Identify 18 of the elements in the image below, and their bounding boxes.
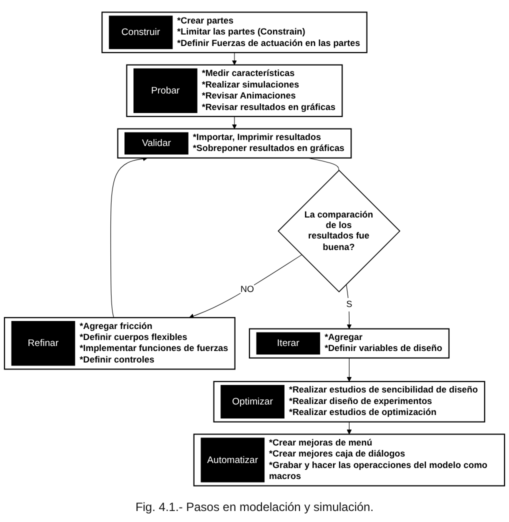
arrow xyxy=(189,254,302,318)
arrow xyxy=(232,116,237,130)
node-diamond: La comparación de los resultados fue buena? xyxy=(278,170,400,292)
arrow xyxy=(110,156,148,318)
arrow xyxy=(346,422,352,434)
node-box: Validar *Importar, Imprimir resultados *Sobreponer resultados en gráficas xyxy=(117,128,352,159)
edge-label: S xyxy=(346,300,352,310)
arrow xyxy=(232,52,237,66)
node-box: Optimizar *Realizar estudios de sencibilidad de diseño *Realizar diseño de experimentos *Realizar estudios de optimización xyxy=(213,380,486,422)
node-box: Construir *Crear partes *Limitar las partes (Constrain) *Definir Fuerzas de actuación en las partes xyxy=(101,12,368,54)
figure-caption: Fig. 4.1.- Pasos en modelación y simulación. xyxy=(135,500,374,514)
node-box: Automatizar *Crear mejoras de menú *Crear mejores caja de diálogos *Grabar y hacer las operacciones del modelo como macros xyxy=(193,434,506,486)
node-box: Refinar *Agregar fricción *Definir cuerpos flexibles *Implementar funciones de fuerzas *Definir controles xyxy=(4,317,236,370)
arrow xyxy=(346,284,352,330)
edge-label: NO xyxy=(240,284,254,294)
node-box: Iterar *Agregar *Definir variables de diseño xyxy=(248,328,450,359)
node-box: Probar *Medir características *Realizar simulaciones *Revisar Animaciones *Revisar resultados en gráficas xyxy=(126,64,343,118)
arrow xyxy=(346,358,352,382)
